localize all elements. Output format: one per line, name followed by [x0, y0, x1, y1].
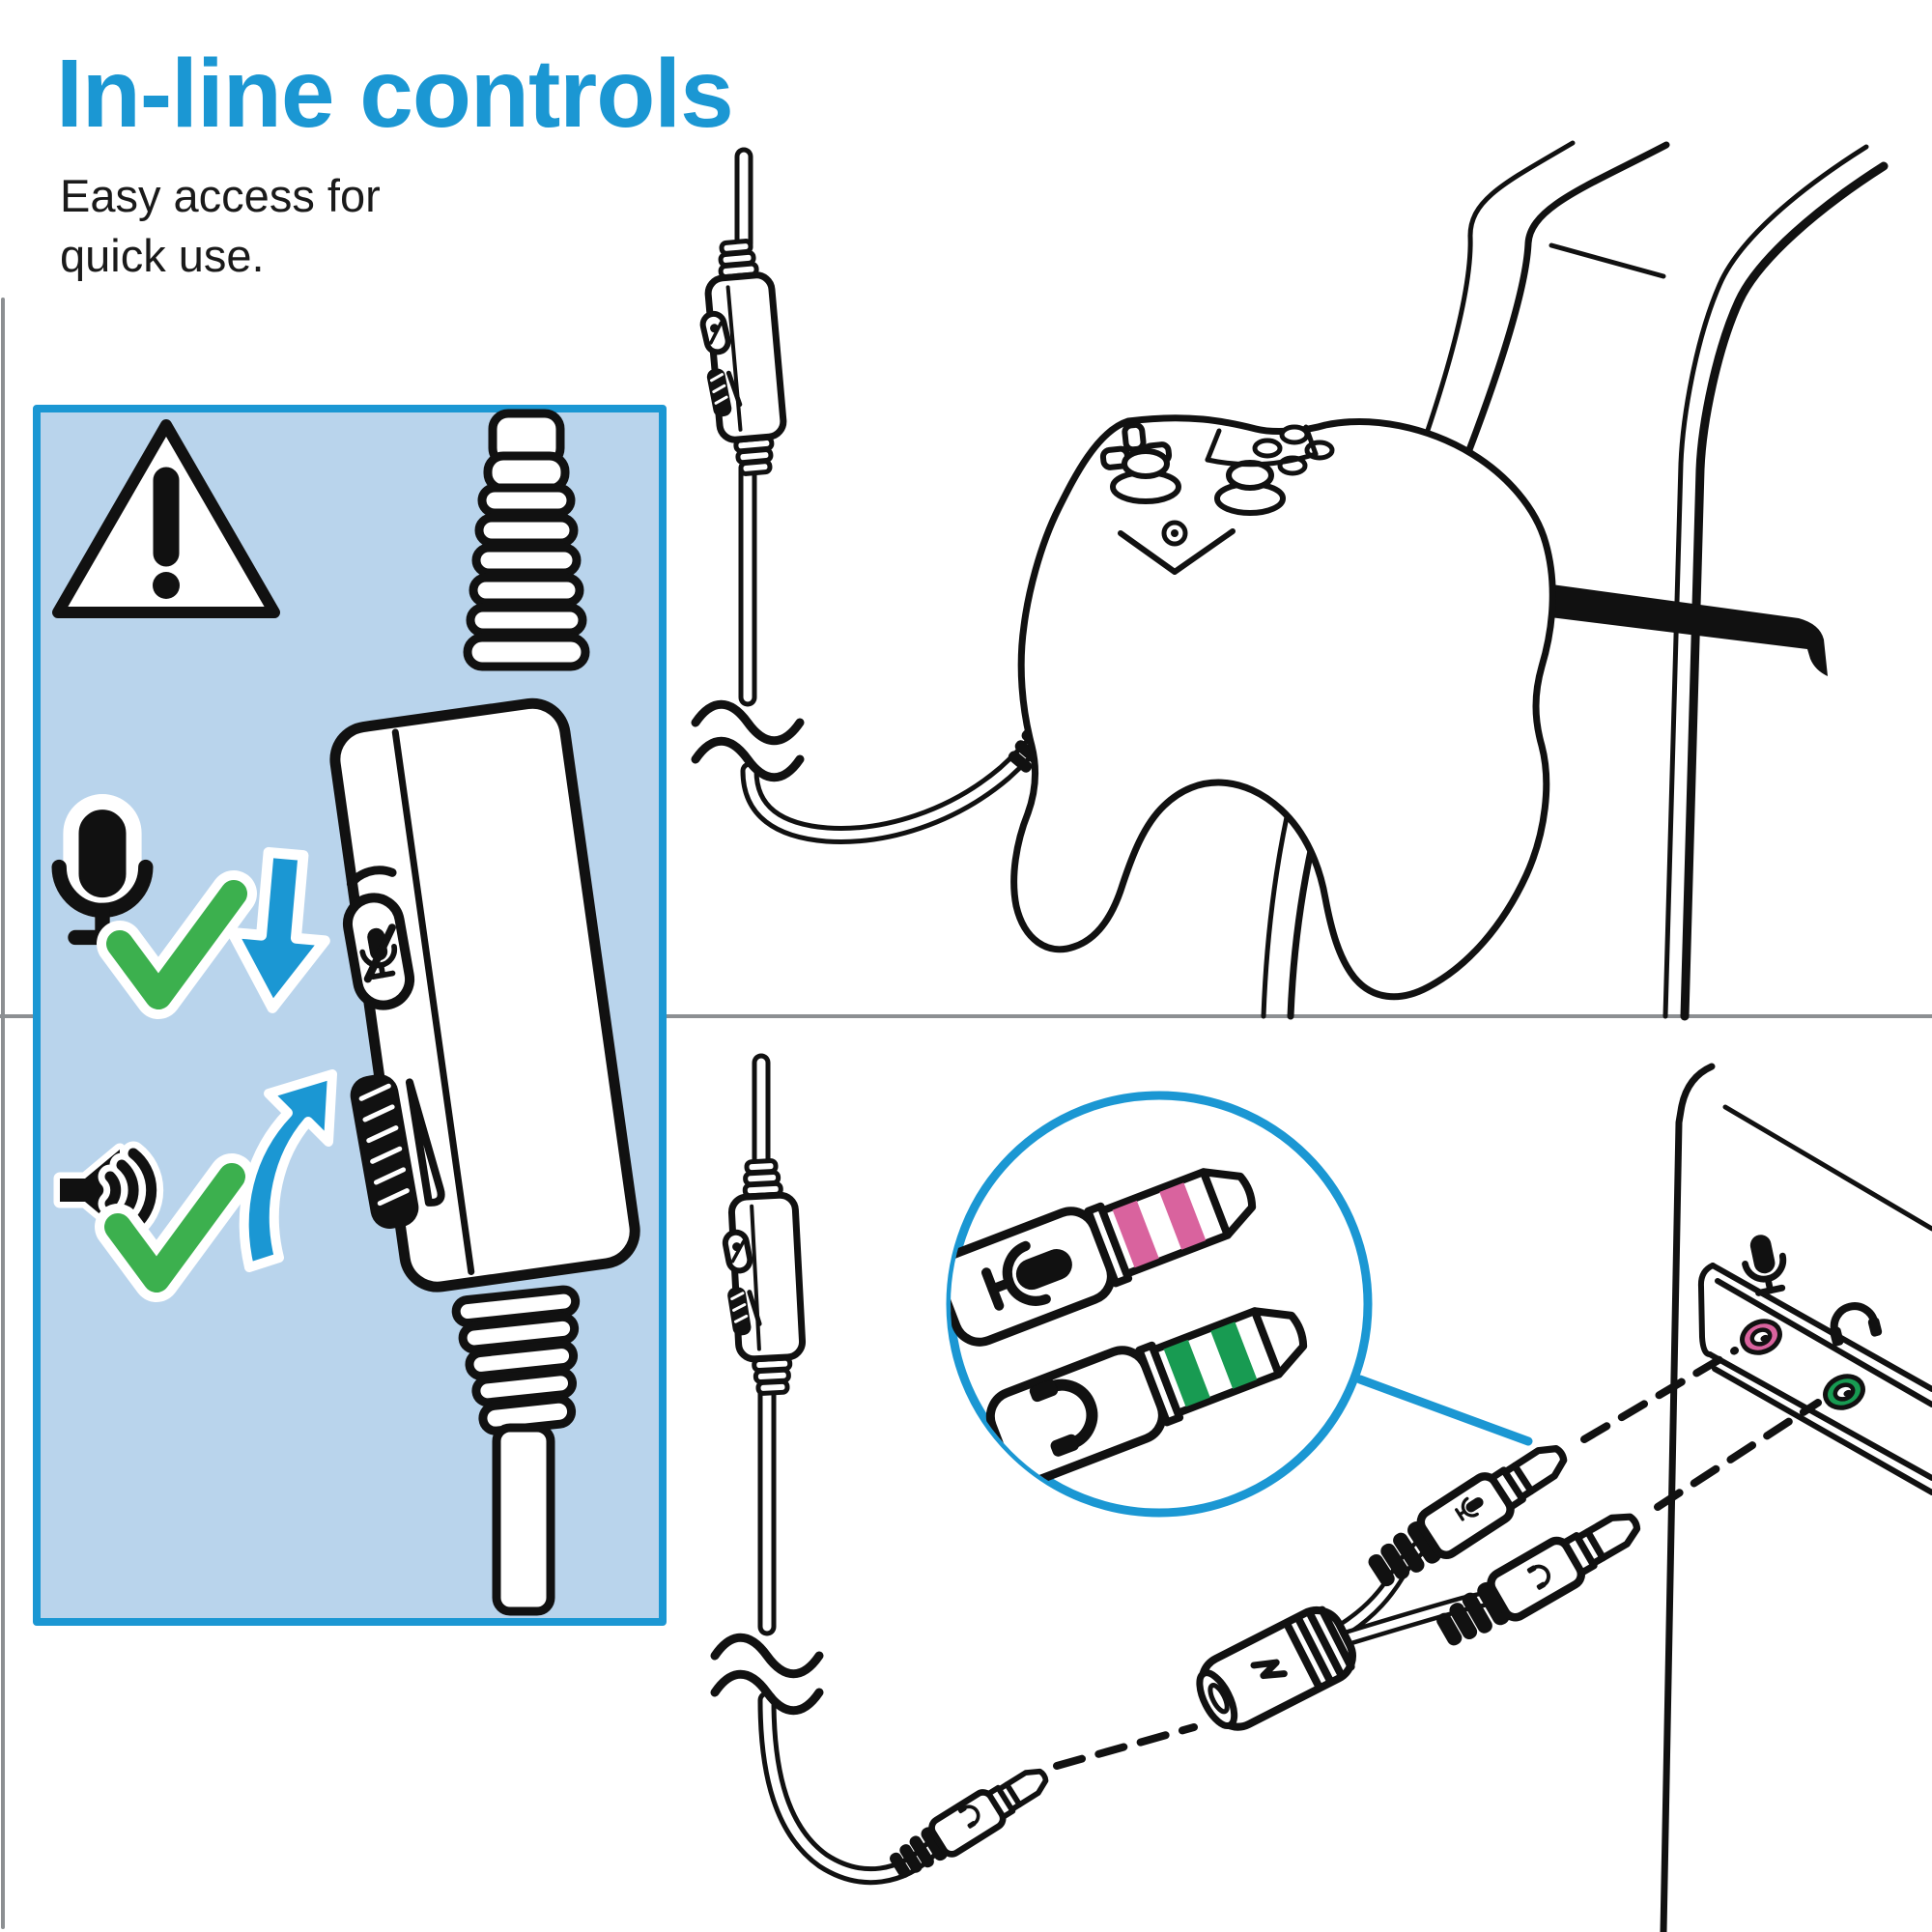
headphone-plug-band — [1163, 1339, 1210, 1407]
cable-break-icon — [715, 1637, 819, 1674]
left-stick-icon — [1110, 448, 1181, 504]
controller-headset-jack — [1118, 520, 1236, 575]
y-splitter-cable — [1196, 1347, 1822, 1731]
warning-triangle-icon — [52, 419, 280, 618]
info-panel-border — [33, 405, 667, 1626]
game-controller — [1010, 414, 1556, 1001]
volume-indicator — [53, 1141, 232, 1279]
pc-jack-panel — [1697, 1263, 1932, 1495]
page-title: In-line controls — [56, 40, 734, 148]
headset-plug-icon — [885, 1759, 1054, 1885]
info-panel — [33, 405, 667, 1626]
pc-mic-jack — [1740, 1319, 1782, 1355]
mic-plug-band — [1112, 1200, 1159, 1268]
page-frame-lines — [0, 298, 1932, 1929]
brand-mark — [1250, 1659, 1288, 1680]
page-subtitle: Easy access for quick use. — [60, 170, 381, 282]
mic-mute-switch — [342, 866, 415, 1010]
cable-break-icon — [696, 704, 800, 741]
coupler-partial — [951, 1428, 1009, 1513]
volume-wheel — [350, 1074, 445, 1229]
headphone-plug-zoomed — [985, 1307, 1308, 1486]
pc-tower — [1660, 1063, 1932, 1932]
magnifier-circle — [946, 1091, 1533, 1518]
mic-switch-down-arrow-icon — [227, 846, 330, 1013]
mic-plug-zoomed — [951, 1168, 1257, 1347]
strain-relief-top — [463, 451, 590, 671]
pc-headphone-icon — [1825, 1300, 1882, 1346]
inline-remote-small — [695, 240, 787, 477]
volume-up-arrow-icon — [239, 1069, 337, 1272]
right-stick-icon — [1214, 460, 1286, 516]
y-splitter-coupler — [1196, 1605, 1356, 1731]
strain-relief-bottom — [451, 1285, 581, 1435]
headset-cable-top-section — [695, 147, 1175, 844]
remote-cable-bottom — [492, 1423, 555, 1616]
inline-remote-closeup — [329, 409, 640, 1616]
inline-remote-small — [720, 1159, 805, 1395]
magnifier-leader-line — [1355, 1375, 1533, 1446]
pc-headphone-jack — [1823, 1374, 1865, 1410]
touchpad-edge — [1205, 428, 1222, 463]
headset-cable-bottom-section — [715, 1053, 1198, 1885]
